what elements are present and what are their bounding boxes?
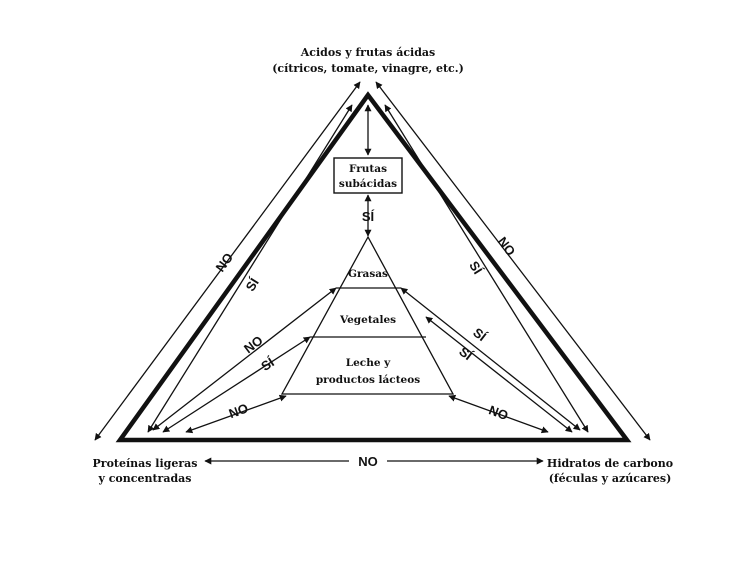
right-corner-line1: Hidratos de carbono bbox=[547, 457, 673, 470]
bottom-no-backing bbox=[349, 452, 387, 470]
label-no-bottom: NO bbox=[358, 454, 378, 469]
top-corner-line1: Acidos y frutas ácidas bbox=[300, 46, 435, 59]
top-corner-line2: (cítricos, tomate, vinagre, etc.) bbox=[272, 62, 464, 75]
pyramid-bottom-line2: productos lácteos bbox=[316, 374, 420, 386]
label-si-right-grasas: SÍ bbox=[470, 325, 489, 345]
right-corner-line2: (féculas y azúcares) bbox=[549, 472, 672, 485]
pyramid-middle-label: Vegetales bbox=[339, 314, 396, 326]
subacid-box bbox=[333, 157, 403, 194]
label-no-right-outer: NO bbox=[495, 234, 519, 259]
left-corner-line2: y concentradas bbox=[98, 472, 192, 485]
label-no-left-grasas: NO bbox=[241, 333, 266, 357]
left-corner-line1: Proteínas ligeras bbox=[93, 457, 198, 470]
arrow-leche-right bbox=[448, 394, 549, 434]
label-si-left-inner: SÍ bbox=[243, 275, 262, 294]
label-si-center: SÍ bbox=[362, 209, 375, 224]
subacid-line1: Frutas bbox=[349, 163, 387, 175]
label-si-right-vegetales: SÍ bbox=[456, 344, 475, 364]
label-no-left-leche: NO bbox=[227, 400, 250, 421]
pyramid-bottom-line1: Leche y bbox=[346, 357, 391, 369]
arrow-leche-left bbox=[185, 394, 287, 434]
pyramid-top-label: Grasas bbox=[348, 268, 388, 280]
label-si-left-vegetales: SÍ bbox=[258, 354, 277, 373]
label-no-right-leche: NO bbox=[487, 402, 510, 423]
subacid-line2: subácidas bbox=[339, 178, 397, 190]
